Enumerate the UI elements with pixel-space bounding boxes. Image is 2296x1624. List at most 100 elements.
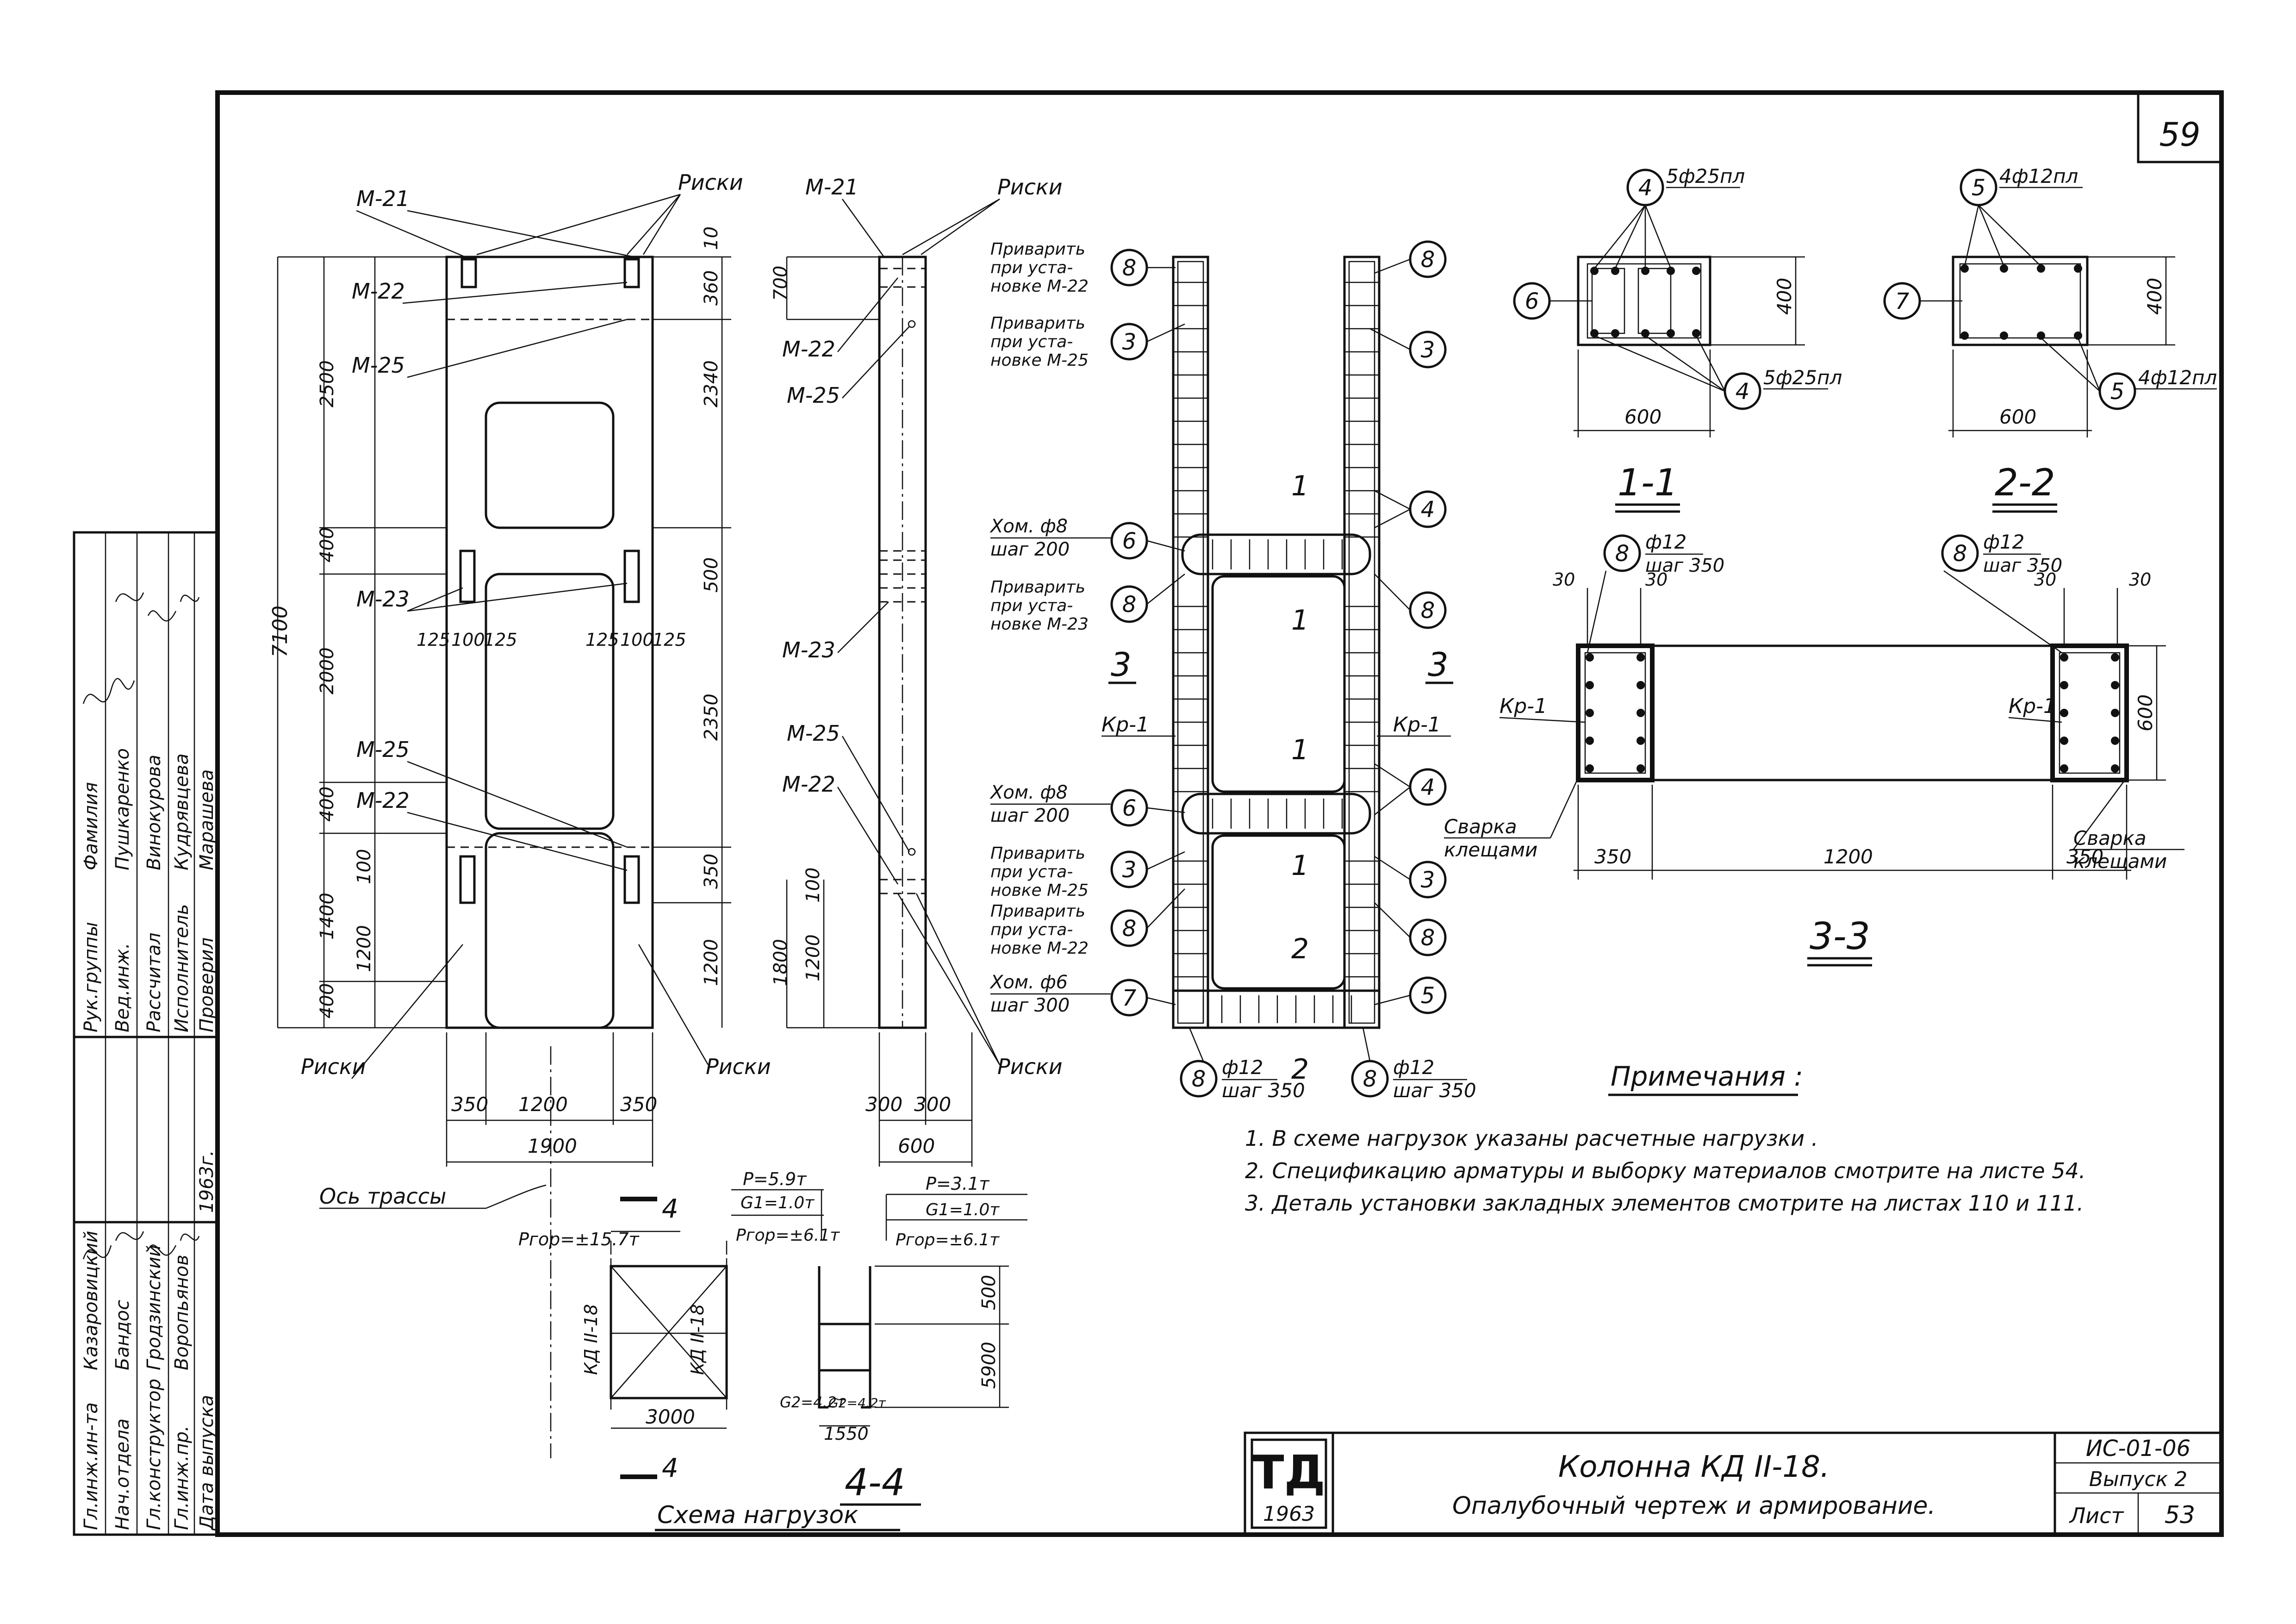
stamp-head-role: Фамилия [81, 782, 102, 870]
rebar-sec-1c: 1 [1291, 734, 1309, 766]
dim-front-b-350a: 350 [451, 1093, 488, 1116]
rebar-sec-1a: 1 [1291, 470, 1309, 502]
stamp-name-1: Казаровицкий [81, 1230, 102, 1370]
svg-text:новке М-22: новке М-22 [990, 939, 1089, 958]
sec3-dim-h: 600 [2134, 694, 2157, 731]
svg-text:при уста-: при уста- [990, 920, 1073, 939]
sec2-callout-side: 7 [1895, 288, 1910, 314]
stamp-date-label: Дата выпуска [196, 1395, 218, 1531]
stamp-role-5: Рук.группы [81, 922, 102, 1032]
sec3-callout-2-t1: ф12 [1983, 531, 2024, 553]
stamp-name-2: Бандос [112, 1300, 133, 1370]
riski-side-top: Риски [997, 175, 1063, 200]
rebar-callout-bottom-1: 8 ф12 шаг 350 [1180, 1027, 1305, 1102]
sec3-dim-30c: 30 [2034, 569, 2056, 590]
svg-text:3: 3 [1421, 337, 1435, 363]
rebar-ties-right [1344, 281, 1379, 978]
rebar-sec-3-right: 3 [1428, 646, 1449, 684]
dim-slot-6: 125 [653, 630, 686, 650]
side-view: 700 1800 1200 100 300 300 600 М-21 М-22 … [770, 175, 1063, 1167]
svg-text:8: 8 [1192, 1066, 1206, 1092]
svg-text:3: 3 [1421, 867, 1435, 893]
axis-label: Ось трассы [319, 1184, 446, 1209]
dim-side-300a: 300 [865, 1093, 902, 1116]
rebar-callout-right-8: 5 [1374, 976, 1447, 1014]
svg-text:при уста-: при уста- [990, 332, 1073, 351]
notes: Примечания : 1. В схеме нагрузок указаны… [1245, 1061, 2085, 1216]
dim-front-r-2350: 2350 [701, 693, 722, 741]
stamp-role-9: Проверил [196, 937, 218, 1032]
sec3-kr-left: Кр-1 [1500, 694, 1547, 718]
stamp-name-3: Гродзинский [143, 1245, 165, 1370]
load-section-mark-top: 4 [662, 1194, 678, 1224]
sec3-weld-left-2: клещами [1444, 838, 1537, 861]
rebar-callout-right-6: 3 [1374, 856, 1447, 899]
issue-number: Выпуск 2 [2089, 1468, 2187, 1491]
rebar-callout-right-5: 4 [1374, 763, 1447, 815]
sec1-callout-bottom-num: 4 [1736, 379, 1750, 405]
svg-text:8: 8 [1363, 1066, 1377, 1092]
sec1-dim-w: 600 [1624, 406, 1661, 428]
svg-text:7: 7 [1122, 985, 1137, 1011]
svg-text:Приварить: Приварить [990, 844, 1085, 863]
dim-front-7100: 7100 [268, 606, 292, 657]
rebar-kr-left: Кр-1 [1101, 713, 1149, 737]
sec3-callout-1-num: 8 [1615, 541, 1630, 567]
svg-text:новке М-22: новке М-22 [990, 277, 1089, 296]
dim-front-400a: 400 [317, 527, 338, 562]
svg-text:новке М-23: новке М-23 [990, 615, 1089, 634]
dim-front-r-500: 500 [701, 557, 722, 593]
dim-side-600: 600 [898, 1135, 935, 1157]
sec3-title: 3-3 [1810, 915, 1870, 958]
org-logo [1251, 1438, 1327, 1529]
rebar-callout-left-3: 6 Хом. ф8 шаг 200 [989, 516, 1185, 560]
svg-text:3: 3 [1122, 329, 1137, 355]
dim-front-400b: 400 [317, 787, 338, 822]
title-block: ТД 1963 Колонна КД II-18. Опалубочный че… [1244, 1431, 2223, 1536]
sec3-callout-1-t2: шаг 350 [1645, 555, 1724, 576]
mark-side-m21: М-21 [805, 175, 859, 200]
rebar-callout-left-4: 8 Приварить при уста- новке М-23 [990, 574, 1185, 634]
dim-slot-2: 100 [451, 630, 485, 650]
page-number: 59 [2159, 116, 2200, 154]
rebar-ties-left [1173, 281, 1208, 978]
load-scheme-title: Схема нагрузок [657, 1501, 859, 1529]
dim-front-400c: 400 [317, 983, 338, 1018]
org-logo-text: ТД [1252, 1445, 1325, 1499]
dim-front-2500: 2500 [317, 360, 338, 407]
rebar-callout-right-2: 3 [1369, 328, 1447, 369]
dim-slot-1: 125 [417, 630, 450, 650]
svg-text:5: 5 [1421, 983, 1435, 1009]
rebar-callout-right-1: 8 [1374, 240, 1447, 278]
sec1-callout-top-text: 5ф25пл [1666, 165, 1745, 187]
stamp-name-8: Марашева [196, 769, 218, 870]
svg-text:8: 8 [1421, 247, 1435, 273]
page-number-box: 59 [2137, 93, 2221, 163]
svg-text:4: 4 [1421, 775, 1435, 800]
mark-front-m22a: М-22 [352, 279, 405, 304]
rebar-callout-right-4: 8 [1374, 574, 1447, 629]
drawing-title-1: Колонна КД II-18. [1558, 1450, 1829, 1484]
sheet-label: Лист [2069, 1503, 2124, 1528]
section-3-3: 8 ф12 шаг 350 8 ф12 шаг 350 30 30 30 30 … [1444, 531, 2184, 967]
dim-slot-4: 125 [585, 630, 619, 650]
svg-text:при уста-: при уста- [990, 862, 1073, 881]
stamp-name-5: Пушкаренко [112, 748, 133, 870]
dim-front-b-1900: 1900 [528, 1135, 577, 1157]
svg-text:шаг 350: шаг 350 [1393, 1079, 1476, 1102]
sec3-dim-30b: 30 [1645, 569, 1668, 590]
doc-code: ИС-01-06 [2086, 1436, 2190, 1462]
svg-text:8: 8 [1122, 916, 1137, 942]
drawing-title-2: Опалубочный чертеж и армирование. [1452, 1492, 1935, 1520]
section-1-1: 4 5ф25пл 6 4 5ф25пл 400 600 1-1 [1513, 165, 1842, 513]
riski-front-right: Риски [706, 1054, 771, 1079]
riski-front-left: Риски [301, 1054, 366, 1079]
stamp-role-8: Исполнитель [171, 904, 193, 1032]
dim-front-2000: 2000 [317, 647, 338, 694]
rebar-sec-2a: 2 [1291, 933, 1309, 965]
riski-side-bottom: Риски [997, 1054, 1063, 1079]
load-mid-p: P=5.9т [743, 1169, 807, 1189]
svg-text:новке М-25: новке М-25 [990, 881, 1089, 900]
mark-front-m25a: М-25 [352, 353, 405, 378]
sheet-number: 53 [2165, 1501, 2195, 1529]
